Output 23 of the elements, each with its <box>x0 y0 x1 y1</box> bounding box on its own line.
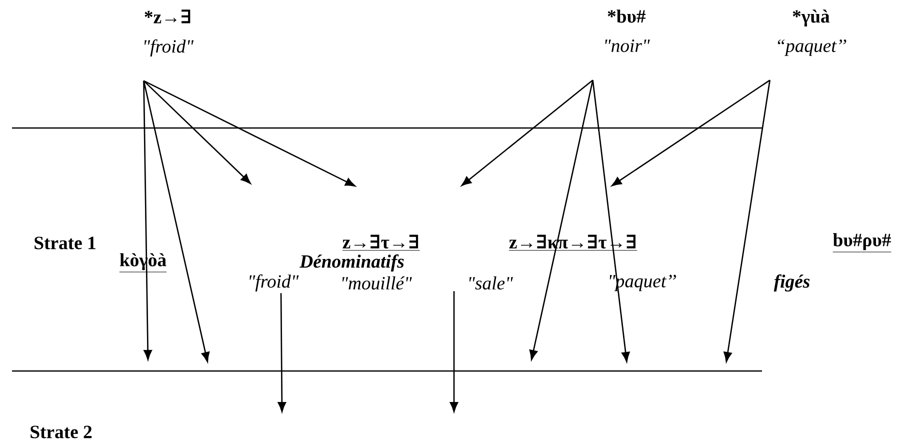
arrow <box>450 291 458 412</box>
gloss-text: "froid" <box>250 274 299 292</box>
stratum-label: Strate 2 <box>30 426 92 438</box>
stratum-label: Strate 1 <box>34 236 96 250</box>
category-label: Dénominatifs <box>299 254 404 272</box>
arrow <box>529 80 594 360</box>
arrow <box>143 80 356 186</box>
etymon-text: *bυ# "noir" <box>605 10 650 52</box>
word-form: z→∃τ→∃ <box>342 234 420 251</box>
arrow <box>143 80 152 360</box>
arrow <box>278 293 286 412</box>
gloss-text: "mouillé" <box>342 276 412 290</box>
gloss-text: "sale" <box>470 276 513 290</box>
category-label: figés <box>774 274 810 292</box>
arrow <box>461 80 594 186</box>
arrow <box>143 80 251 184</box>
arrow <box>592 80 630 362</box>
arrow <box>612 80 770 186</box>
arrow <box>724 80 771 362</box>
etymon-text: *z→∃ "froid" <box>144 10 194 56</box>
word-form: bυ#ρυ# <box>832 233 892 252</box>
etymon-text: *γùà “paquet’’ <box>778 10 846 56</box>
arrow <box>143 80 210 362</box>
